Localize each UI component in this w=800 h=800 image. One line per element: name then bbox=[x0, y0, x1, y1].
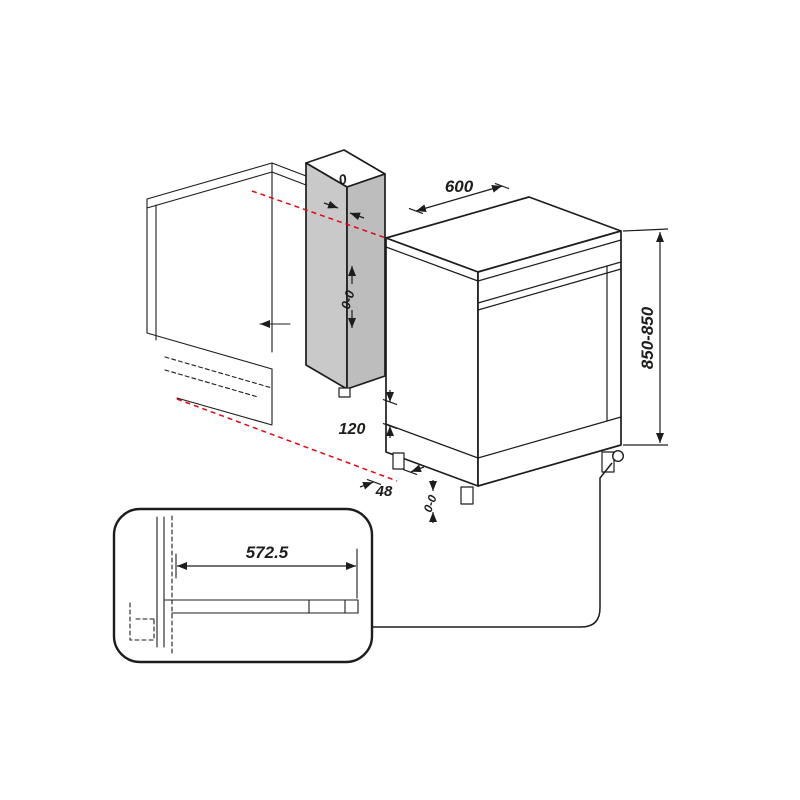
foot-left bbox=[392, 452, 405, 470]
dim-label-niche-height: 0-0 bbox=[338, 288, 358, 311]
panel-front-face bbox=[305, 162, 348, 390]
dimension-labels: 600 850-850 0 0-0 120 48 0-0 bbox=[337, 170, 657, 514]
inset-border bbox=[112, 507, 374, 664]
dishwasher-outline bbox=[385, 196, 625, 505]
dishwasher-side-face bbox=[385, 237, 479, 487]
dim-line-width bbox=[415, 184, 503, 213]
detail-callout-connector bbox=[372, 462, 613, 628]
dim-arrow-foot-inset-right bbox=[410, 464, 425, 473]
kick-plate-line bbox=[385, 416, 622, 459]
foot-front bbox=[460, 486, 474, 505]
dim-arrow-foot-inset-left bbox=[359, 481, 374, 490]
control-panel-band bbox=[477, 261, 622, 311]
dim-label-height: 850-850 bbox=[638, 306, 657, 369]
alignment-line-bottom bbox=[176, 398, 398, 482]
dishwasher-front-face bbox=[477, 230, 622, 487]
dim-arrow-top-gap-left bbox=[323, 200, 339, 209]
panel-side-face bbox=[346, 173, 386, 390]
dim-arrow-top-gap-right bbox=[349, 212, 365, 221]
panel-foot bbox=[338, 387, 351, 398]
dim-label-plinth-height: 120 bbox=[339, 421, 366, 438]
foot-right bbox=[601, 451, 615, 473]
alignment-line-top bbox=[251, 190, 387, 239]
plinth-detail-inset: 572.5 bbox=[112, 507, 374, 664]
inset-detail-drawing bbox=[129, 515, 359, 654]
dim-ticks-width bbox=[408, 182, 510, 215]
niche-side-panel bbox=[305, 149, 386, 398]
dim-label-foot-adjustment: 0-0 bbox=[421, 493, 440, 514]
callout-reference-circle bbox=[612, 450, 625, 463]
dim-extensions-height bbox=[622, 228, 669, 446]
dim-ticks-foot-inset bbox=[366, 468, 418, 486]
dimension-lines bbox=[323, 182, 669, 523]
dim-label-foot-inset: 48 bbox=[375, 483, 393, 500]
dim-label-detail-depth: 572.5 bbox=[246, 543, 289, 562]
kitchen-counter-outline bbox=[146, 162, 307, 426]
worktop-edge bbox=[385, 239, 622, 282]
dim-label-width: 600 bbox=[445, 177, 474, 196]
alignment-lines bbox=[176, 190, 398, 482]
